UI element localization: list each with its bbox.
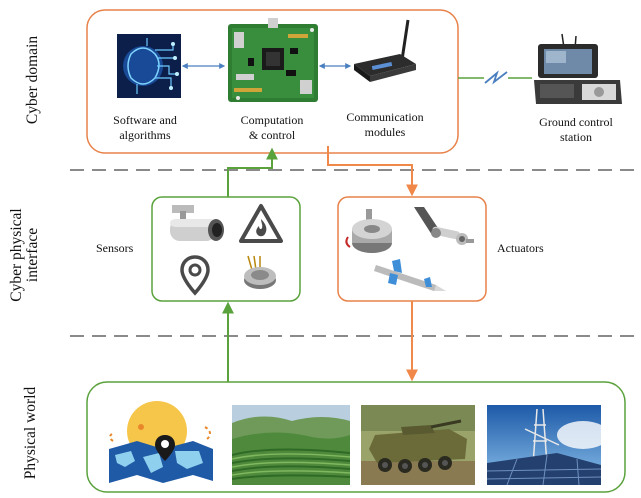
computation-label: Computation & control bbox=[240, 113, 304, 142]
ground-station-icon bbox=[534, 33, 622, 104]
physical-world-box bbox=[86, 381, 626, 493]
armored-vehicle-photo-icon bbox=[361, 405, 475, 485]
software-label: Software and algorithms bbox=[113, 113, 177, 142]
ground-station-label: Ground control station bbox=[539, 115, 613, 144]
software-circuit-icon bbox=[117, 34, 181, 98]
solar-tower-photo-icon bbox=[487, 405, 601, 485]
sensors-box bbox=[151, 196, 301, 302]
sensor-to-computation-arrow bbox=[227, 147, 278, 197]
actuators-label: Actuators bbox=[497, 241, 544, 255]
pressure-sensor-icon bbox=[244, 255, 276, 289]
wireless-module-icon bbox=[354, 19, 416, 82]
sensors-label: Sensors bbox=[96, 241, 134, 255]
location-pin-icon bbox=[180, 255, 210, 296]
circuit-board-icon bbox=[228, 18, 318, 102]
map-photo-icon bbox=[101, 397, 219, 483]
computation-to-actuators-arrow bbox=[327, 146, 418, 197]
robot-arm-icon bbox=[414, 207, 474, 245]
flame-warning-icon bbox=[239, 204, 283, 243]
communication-label: Communication modules bbox=[346, 110, 424, 139]
farmland-photo-icon bbox=[232, 405, 350, 485]
camera-sensor-icon bbox=[170, 205, 224, 241]
wireless-zigzag bbox=[484, 70, 508, 85]
missile-icon bbox=[374, 259, 446, 291]
motor-icon bbox=[345, 209, 392, 253]
